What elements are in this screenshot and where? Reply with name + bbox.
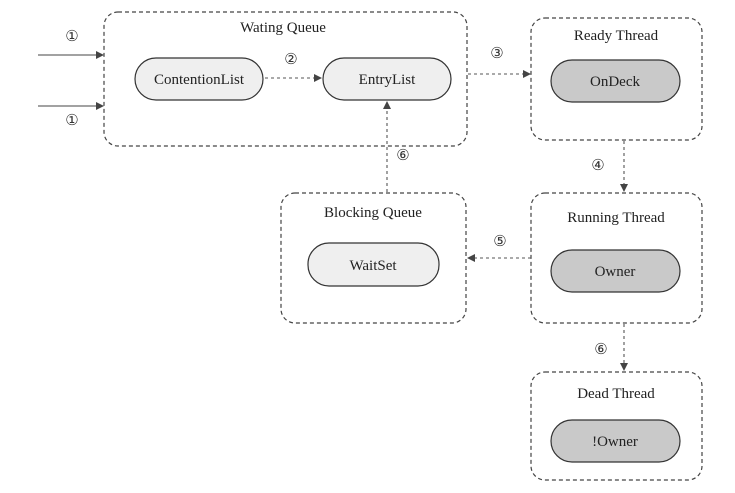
waiting-queue-title: Wating Queue	[240, 20, 326, 36]
step-label-ondeck-to-owner: ④	[591, 158, 604, 174]
entry-list-node	[322, 57, 452, 101]
owner-label: Owner	[595, 264, 636, 280]
contention-list-node	[134, 57, 264, 101]
dead-thread-title: Dead Thread	[577, 386, 655, 402]
step-label-contention-to-entry: ②	[284, 52, 297, 68]
step-label-owner-to-waitset: ⑤	[493, 234, 506, 250]
on-deck-label: OnDeck	[590, 74, 640, 90]
step-label-entry-bottom: ①	[65, 113, 78, 129]
step-label-waitset-to-entry: ⑥	[396, 148, 409, 164]
not-owner-label: !Owner	[592, 434, 638, 450]
contention-list-label: ContentionList	[154, 72, 245, 88]
step-label-owner-to-dead: ⑥	[594, 342, 607, 358]
blocking-queue-title: Blocking Queue	[324, 205, 422, 221]
owner-node	[550, 249, 681, 293]
step-label-entry-to-ondeck: ③	[490, 46, 503, 62]
on-deck-node	[550, 59, 681, 103]
not-owner-node	[550, 419, 681, 463]
wait-set-node	[307, 242, 440, 287]
running-thread-title: Running Thread	[567, 210, 665, 226]
ready-thread-title: Ready Thread	[574, 28, 659, 44]
wait-set-label: WaitSet	[349, 258, 397, 274]
waiting-queue-group	[103, 11, 468, 147]
step-label-entry-top: ①	[65, 29, 78, 45]
entry-list-label: EntryList	[359, 72, 416, 88]
